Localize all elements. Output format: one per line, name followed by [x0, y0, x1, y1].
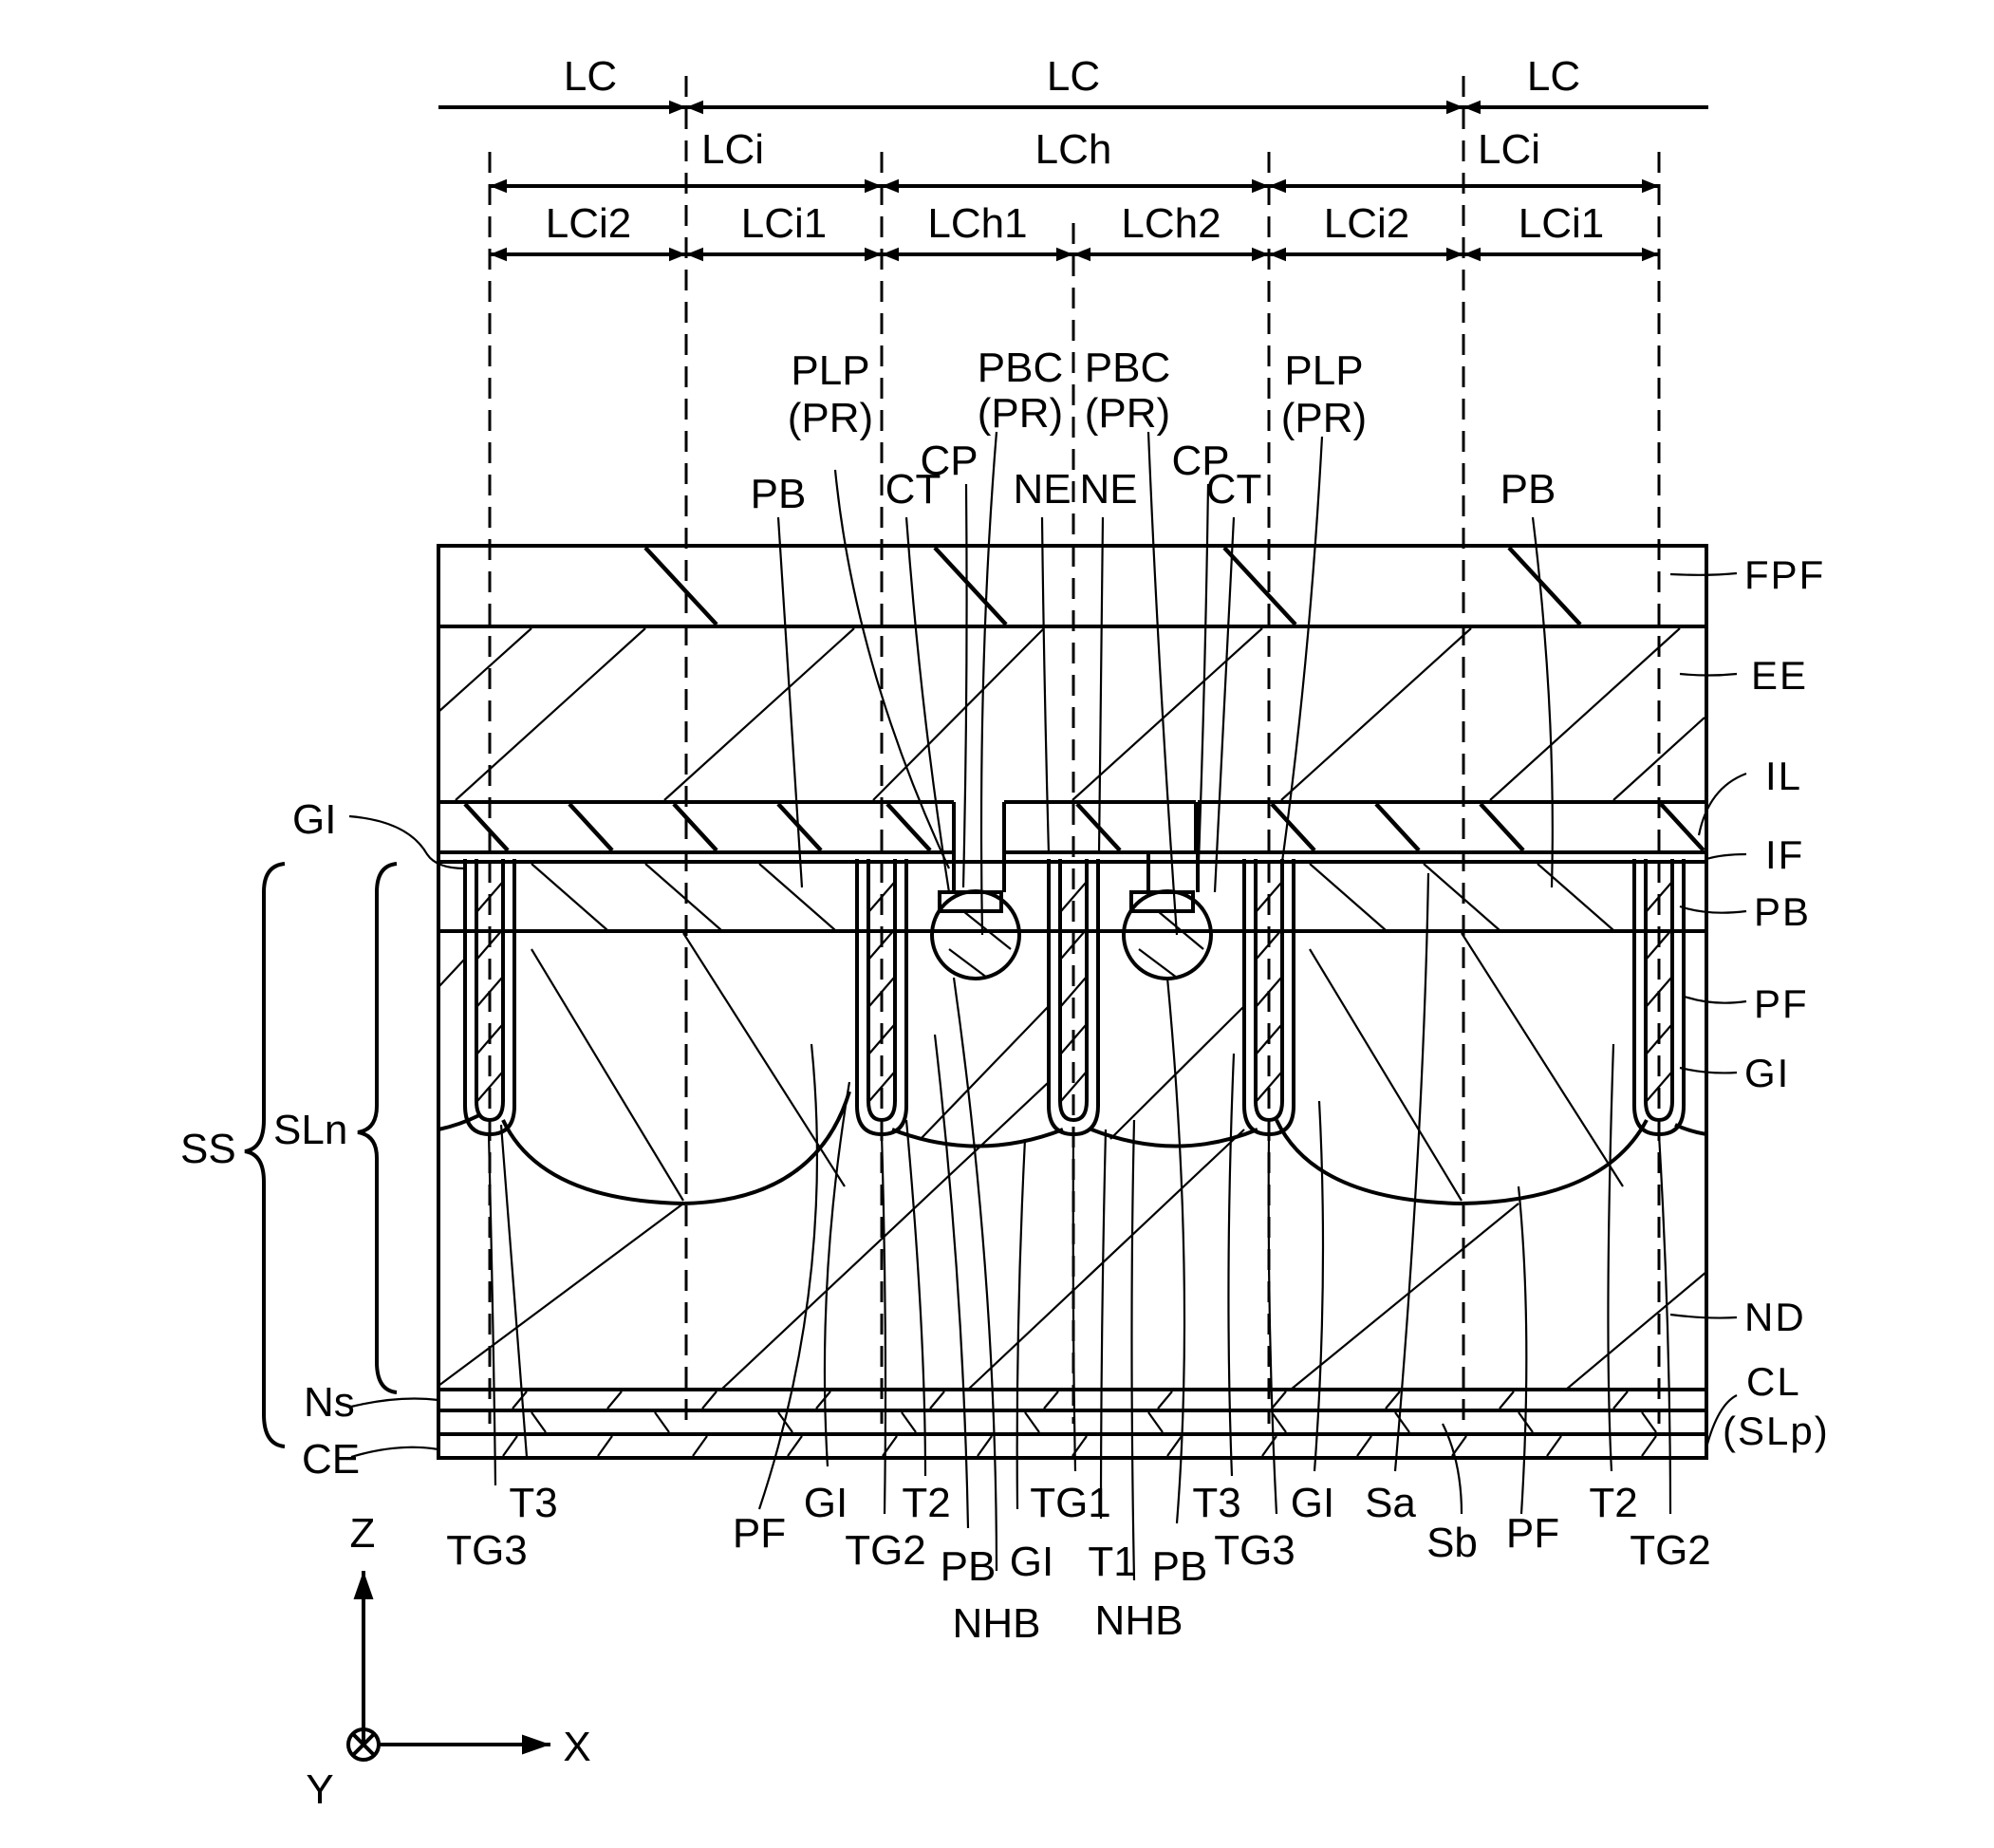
label-sa: Sa [1365, 1480, 1416, 1526]
label-ct-right: CT [1206, 466, 1262, 513]
label-ee: EE [1751, 653, 1808, 698]
axis-label-y: Y [306, 1766, 333, 1813]
bottom-layer-hatch [502, 1391, 1657, 1457]
right-labels: FPF EE IL IF PB PF GI ND CL (SLp) [1723, 552, 1830, 1453]
brace-ss [244, 862, 286, 1448]
label-plp-left-sub: (PR) [788, 395, 873, 441]
trench-tg1 [1047, 859, 1100, 1137]
label-t3-left: T3 [509, 1480, 557, 1526]
ee-hatch [438, 627, 1705, 801]
dimension-annotations: LC LC LC LCi LCh LCi LCi2 LCi1 LCh1 LCh2… [438, 53, 1708, 1424]
left-labels: GI SS SLn Ns CE [180, 796, 398, 1483]
label-nhb-2: NHB [1095, 1597, 1183, 1644]
label-nhb-1: NHB [953, 1600, 1041, 1647]
label-tg2-left: TG2 [845, 1527, 926, 1574]
label-plp-right: PLP [1284, 347, 1363, 394]
label-pf-left: PF [733, 1510, 786, 1557]
label-cp-left: CP [920, 438, 978, 484]
cp-left [938, 890, 1003, 913]
leader-lines [348, 431, 1747, 1581]
dim-label-lci-2: LCi [1478, 126, 1540, 173]
label-il: IL [1765, 754, 1802, 798]
label-cp-right: CP [1171, 438, 1229, 484]
trench-gates [463, 859, 1686, 1137]
cp-right [1129, 890, 1195, 913]
coordinate-axes: Z X Y [306, 1510, 590, 1813]
top-labels: PB PLP (PR) CT CP PBC (PR) NE PBC (PR) N… [751, 345, 1556, 517]
label-pb-2: PB [1152, 1543, 1208, 1590]
dim-label-lci2-1: LCi2 [546, 200, 632, 247]
dim-label-lch1: LCh1 [927, 200, 1027, 247]
label-ss: SS [180, 1126, 236, 1172]
pbc-right [1122, 889, 1213, 980]
dim-label-lc-3: LC [1527, 53, 1580, 100]
label-nd: ND [1744, 1295, 1806, 1339]
label-gi-1: GI [804, 1480, 848, 1526]
label-pb-1: PB [941, 1543, 997, 1590]
label-t3-right: T3 [1192, 1480, 1240, 1526]
label-ne-right: NE [1079, 466, 1137, 513]
label-plp-right-sub: (PR) [1281, 395, 1367, 441]
label-plp-left: PLP [791, 347, 869, 394]
brace-sln [357, 862, 398, 1394]
label-gi-2: GI [1010, 1539, 1053, 1585]
label-fpf: FPF [1744, 552, 1825, 597]
dim-label-lci-1: LCi [701, 126, 764, 173]
label-tg3-right: TG3 [1214, 1527, 1295, 1574]
label-ct-left: CT [885, 466, 941, 513]
label-t2-right: T2 [1589, 1480, 1637, 1526]
label-ce: CE [302, 1436, 360, 1483]
label-sln: SLn [273, 1107, 347, 1153]
label-sb: Sb [1426, 1520, 1478, 1566]
label-ns: Ns [304, 1379, 355, 1426]
label-if: IF [1765, 832, 1804, 877]
y-axis-into-page-icon [346, 1727, 381, 1762]
label-pb-right: PB [1500, 466, 1556, 513]
dim-label-lc-2: LC [1047, 53, 1100, 100]
label-tg3-left: TG3 [446, 1527, 528, 1574]
label-pb-right-side: PB [1754, 889, 1811, 934]
label-pbc-right-sub: (PR) [1085, 390, 1170, 437]
dim-label-lch: LCh [1035, 126, 1112, 173]
label-t1: T1 [1088, 1539, 1136, 1585]
label-t2-left: T2 [902, 1480, 950, 1526]
label-pbc-left-sub: (PR) [978, 390, 1063, 437]
dim-label-lch2: LCh2 [1121, 200, 1221, 247]
dim-label-lci1-2: LCi1 [1519, 200, 1605, 247]
label-ne-left: NE [1013, 466, 1071, 513]
label-pb-left: PB [751, 471, 807, 517]
dim-label-lci2-2: LCi2 [1324, 200, 1410, 247]
label-pf-right-side: PF [1754, 981, 1809, 1026]
label-cl: CL [1746, 1359, 1801, 1404]
label-gi-right-side: GI [1744, 1051, 1790, 1095]
label-pbc-left: PBC [978, 345, 1063, 391]
pbc-left [930, 889, 1021, 980]
bottom-labels: T3 TG3 PF GI T2 TG2 PB GI NHB TG1 T1 PB … [446, 1480, 1711, 1647]
body-contacts [930, 852, 1213, 980]
dim-label-lc-1: LC [564, 53, 617, 100]
label-pf-right: PF [1506, 1510, 1559, 1557]
fpf-hatch [643, 546, 1582, 626]
dim-label-lci1-1: LCi1 [741, 200, 828, 247]
axis-label-x: X [563, 1724, 590, 1770]
label-gi-3: GI [1291, 1480, 1334, 1526]
label-pbc-right: PBC [1085, 345, 1170, 391]
label-tg1: TG1 [1030, 1480, 1111, 1526]
axis-label-z: Z [350, 1510, 376, 1557]
label-tg2-right: TG2 [1630, 1527, 1711, 1574]
label-slp: (SLp) [1723, 1409, 1830, 1453]
label-gi-left: GI [292, 796, 336, 843]
